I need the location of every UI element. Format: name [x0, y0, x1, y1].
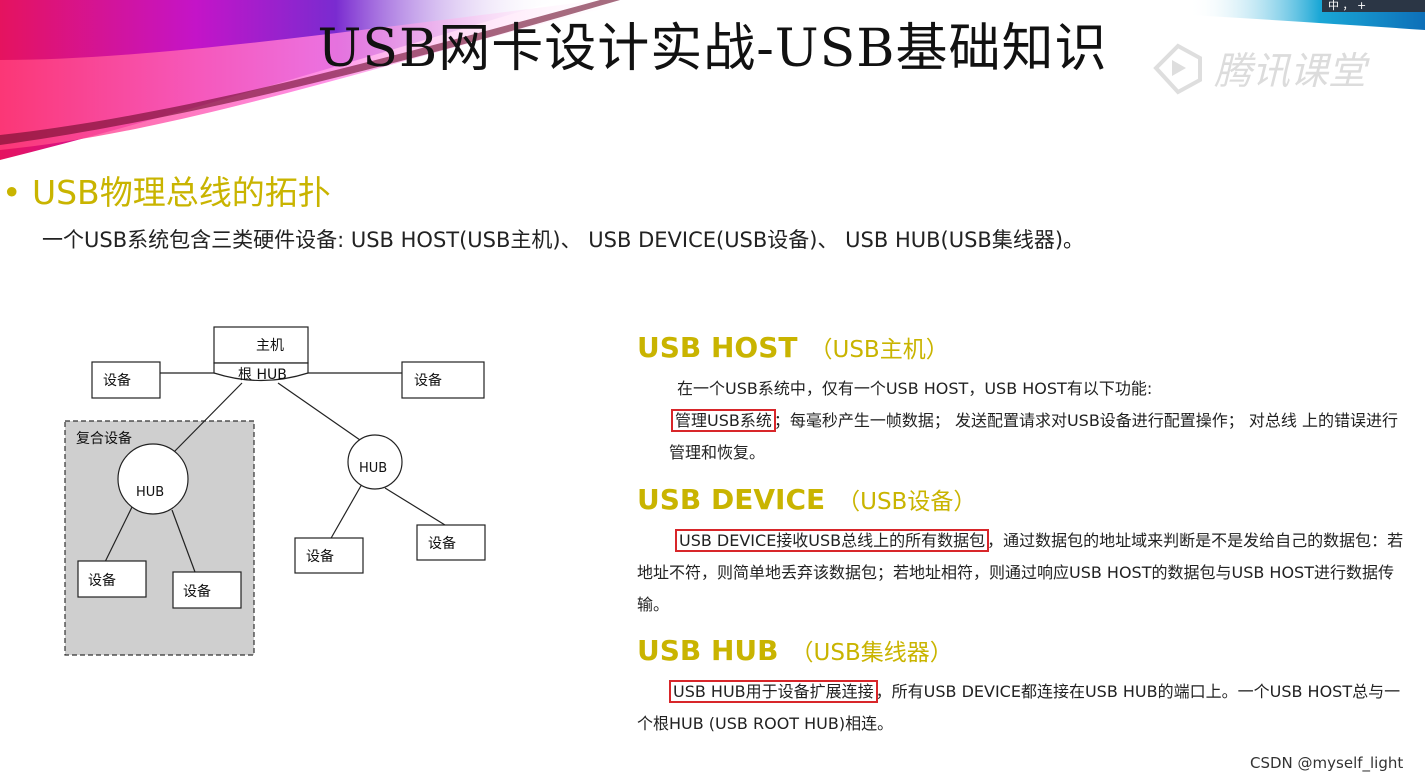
hub-highlight: USB HUB用于设备扩展连接 — [669, 680, 878, 703]
section-title-device: USB DEVICE （USB设备） — [637, 482, 976, 516]
device-box — [172, 571, 242, 609]
hub-title: USB HUB — [637, 634, 779, 667]
host-line-2: 管理USB系统；每毫秒产生一帧数据； 发送配置请求对USB设备进行配置操作； 对… — [637, 405, 1409, 469]
device-label: 设备 — [306, 548, 334, 565]
play-logo-icon — [1153, 43, 1202, 95]
device-box — [416, 524, 486, 561]
host-subtitle: （USB主机） — [809, 337, 949, 363]
hub-rest: ，所有USB DEVICE都连接在USB HUB的端口上。一个USB HOST总… — [637, 682, 1401, 733]
slide-title: USB网卡设计实战-USB基础知识 — [317, 19, 1108, 79]
device-title: USB DEVICE — [637, 483, 826, 516]
device-label: 设备 — [88, 572, 116, 589]
hub-subtitle: （USB集线器） — [790, 640, 953, 666]
device-label: 设备 — [183, 583, 211, 600]
usb-topology-diagram: 复合设备 主机 根 HUB 设备 设备 HUB HUB 设备 设备 设备 设备 — [64, 326, 486, 656]
device-box — [401, 361, 485, 399]
bullet-heading: • USB物理总线的拓扑 — [2, 173, 331, 212]
section-title-hub: USB HUB （USB集线器） — [637, 633, 953, 667]
csdn-watermark: CSDN @myself_light — [1250, 754, 1404, 772]
device-label: 设备 — [103, 372, 131, 389]
intro-text: 一个USB系统包含三类硬件设备: USB HOST(USB主机)、 USB DE… — [42, 228, 1085, 252]
host-title: USB HOST — [637, 331, 798, 364]
device-label: 设备 — [428, 535, 456, 552]
root-hub-label: 根 HUB — [238, 367, 287, 383]
device-subtitle: （USB设备） — [837, 489, 977, 515]
hub-label: HUB — [359, 461, 387, 476]
device-box — [91, 361, 161, 399]
ime-indicator: 中 ， + — [1322, 0, 1425, 12]
tencent-classroom-logo: 腾讯课堂 — [1214, 49, 1367, 93]
hub-label: HUB — [136, 485, 164, 500]
device-highlight: USB DEVICE接收USB总线上的所有数据包 — [674, 529, 990, 552]
hub-paragraph: USB HUB用于设备扩展连接，所有USB DEVICE都连接在USB HUB的… — [637, 676, 1409, 740]
header-swoosh — [0, 0, 1425, 160]
composite-label: 复合设备 — [76, 430, 132, 447]
device-paragraph: USB DEVICE接收USB总线上的所有数据包，通过数据包的地址域来判断是不是… — [637, 525, 1409, 621]
section-title-host: USB HOST （USB主机） — [637, 330, 949, 364]
device-label: 设备 — [414, 372, 442, 389]
device-box — [77, 560, 147, 598]
device-rest: ，通过数据包的地址域来判断是不是发给自己的数据包：若地址不符，则简单地丢弃该数据… — [637, 531, 1404, 614]
host-box — [213, 326, 309, 364]
device-box — [294, 537, 364, 574]
host-line-1: 在一个USB系统中，仅有一个USB HOST，USB HOST有以下功能: — [677, 379, 1153, 398]
host-label: 主机 — [256, 338, 284, 354]
host-paragraph: 在一个USB系统中，仅有一个USB HOST，USB HOST有以下功能: 管理… — [637, 373, 1409, 469]
host-rest: ；每毫秒产生一帧数据； 发送配置请求对USB设备进行配置操作； 对总线 上的错误… — [637, 411, 1398, 462]
hub-node — [117, 443, 189, 515]
host-highlight: 管理USB系统 — [671, 409, 776, 432]
hub-node — [347, 434, 403, 490]
root-hub-shape — [213, 362, 309, 382]
